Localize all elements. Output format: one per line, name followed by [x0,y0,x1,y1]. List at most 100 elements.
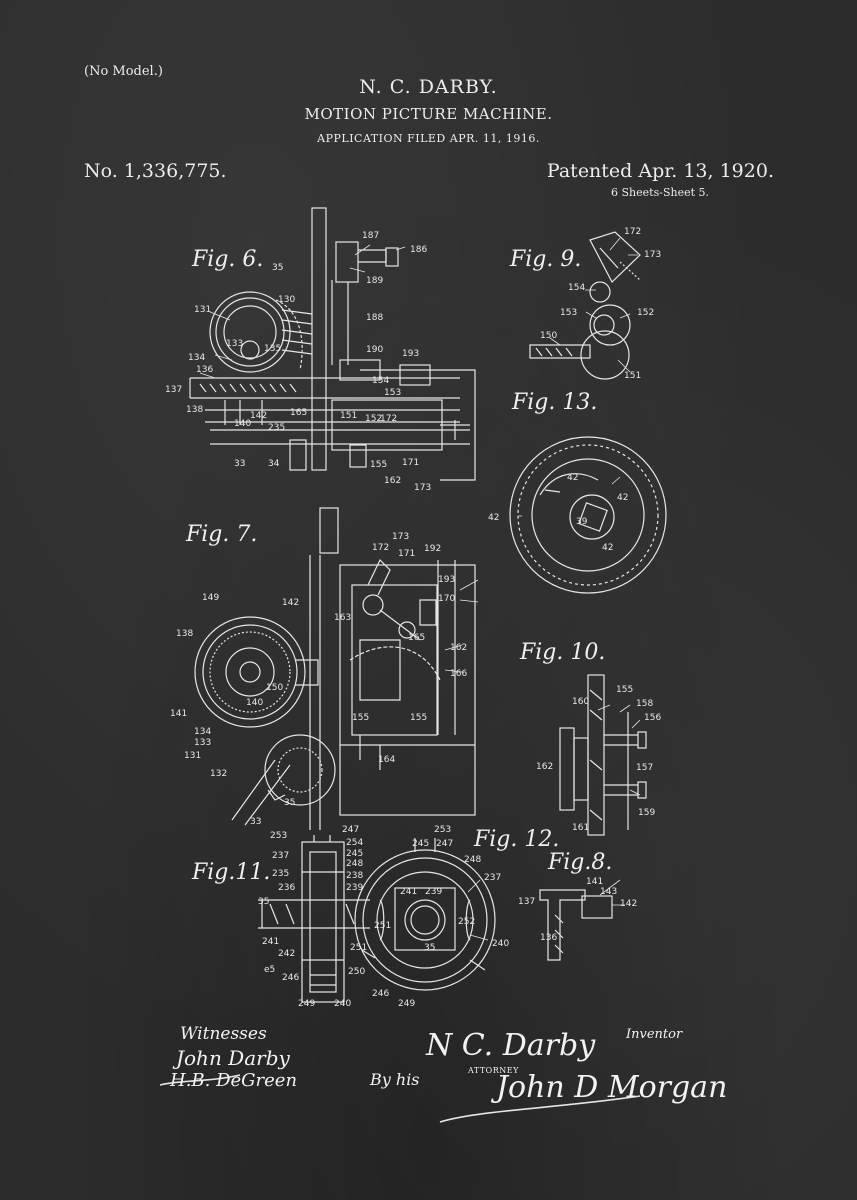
svg-text:164: 164 [378,755,395,765]
svg-text:248: 248 [346,859,363,869]
svg-text:152: 152 [637,308,654,318]
svg-text:152: 152 [365,414,382,424]
svg-text:155: 155 [410,713,427,723]
svg-text:e5: e5 [264,965,275,975]
svg-text:155: 155 [370,460,387,470]
svg-text:173: 173 [414,483,431,493]
svg-text:153: 153 [560,308,577,318]
svg-text:140: 140 [234,419,251,429]
svg-text:42: 42 [602,543,613,553]
svg-text:246: 246 [282,973,299,983]
svg-text:136: 136 [196,365,213,375]
fig9-label: Fig. 9. [510,247,582,272]
svg-text:154: 154 [372,376,389,386]
svg-text:242: 242 [278,949,295,959]
svg-text:142: 142 [250,411,267,421]
svg-text:151: 151 [340,411,357,421]
fig10-label: Fig. 10. [520,640,606,665]
svg-text:171: 171 [398,549,415,559]
attorney-label: ATTORNEY [468,1066,519,1075]
svg-text:253: 253 [434,825,451,835]
svg-text:134: 134 [194,727,211,737]
svg-text:151: 151 [624,371,641,381]
svg-text:140: 140 [246,698,263,708]
svg-text:42: 42 [488,513,499,523]
svg-text:141: 141 [586,877,603,887]
svg-text:162: 162 [450,643,467,653]
svg-text:35: 35 [258,897,269,907]
svg-text:236: 236 [278,883,295,893]
svg-text:33: 33 [234,459,245,469]
svg-text:34: 34 [268,459,280,469]
sheet-info: 6 Sheets-Sheet 5. [611,186,709,199]
svg-text:131: 131 [184,751,201,761]
no-model-note: (No Model.) [84,64,163,79]
svg-text:252: 252 [458,917,475,927]
svg-text:162: 162 [536,762,553,772]
svg-text:235: 235 [272,869,289,879]
svg-text:254: 254 [346,838,363,848]
svg-text:189: 189 [366,276,383,286]
fig12-label: Fig. 12. [474,827,560,852]
svg-text:186: 186 [410,245,427,255]
svg-text:237: 237 [272,851,289,861]
svg-text:246: 246 [372,989,389,999]
svg-text:172: 172 [380,414,397,424]
svg-text:187: 187 [362,231,379,241]
svg-text:239: 239 [346,883,363,893]
svg-text:165: 165 [408,633,425,643]
svg-text:35: 35 [424,943,435,953]
svg-text:155: 155 [352,713,369,723]
fig10-drawing [559,674,647,836]
svg-text:137: 137 [165,385,182,395]
svg-text:250: 250 [348,967,365,977]
svg-text:238: 238 [346,871,363,881]
svg-text:248: 248 [464,855,481,865]
fig6-drawing [189,207,476,481]
svg-text:163: 163 [334,613,351,623]
attorney-signature: John D Morgan [496,1070,728,1105]
fig13-label: Fig. 13. [512,390,598,415]
svg-text:239: 239 [425,887,442,897]
svg-text:159: 159 [638,808,655,818]
svg-text:157: 157 [636,763,653,773]
svg-text:42: 42 [617,493,628,503]
svg-text:161: 161 [572,823,589,833]
svg-text:149: 149 [202,593,219,603]
svg-text:251: 251 [374,921,391,931]
svg-text:170: 170 [438,594,455,604]
fig8-drawing [539,889,613,961]
svg-text:172: 172 [372,543,389,553]
by-his-label: By his [370,1070,420,1089]
svg-text:39: 39 [576,517,588,527]
fig11-drawing [258,835,370,1003]
svg-text:192: 192 [424,544,441,554]
fig8-label: Fig.8. [548,850,613,875]
svg-text:173: 173 [392,532,409,542]
svg-text:141: 141 [170,709,187,719]
svg-text:251: 251 [350,943,367,953]
svg-text:162: 162 [384,476,401,486]
svg-text:131: 131 [194,305,211,315]
witness-2-signature: H.B. DeGreen [170,1070,298,1091]
svg-text:188: 188 [366,313,383,323]
svg-text:247: 247 [342,825,359,835]
svg-text:156: 156 [644,713,661,723]
fig7-drawing [194,507,476,830]
signature-flourishes [159,1074,641,1123]
svg-text:193: 193 [438,575,455,585]
svg-text:237: 237 [484,873,501,883]
svg-text:253: 253 [270,831,287,841]
inventor-role-label: Inventor [626,1027,683,1042]
svg-text:165: 165 [290,408,307,418]
svg-text:171: 171 [402,458,419,468]
svg-text:130: 130 [278,295,295,305]
svg-text:249: 249 [398,999,415,1009]
svg-text:154: 154 [568,283,585,293]
fig11-label: Fig.11. [192,860,271,885]
svg-text:190: 190 [366,345,383,355]
inventor-signature: N C. Darby [426,1028,596,1063]
svg-text:193: 193 [402,349,419,359]
